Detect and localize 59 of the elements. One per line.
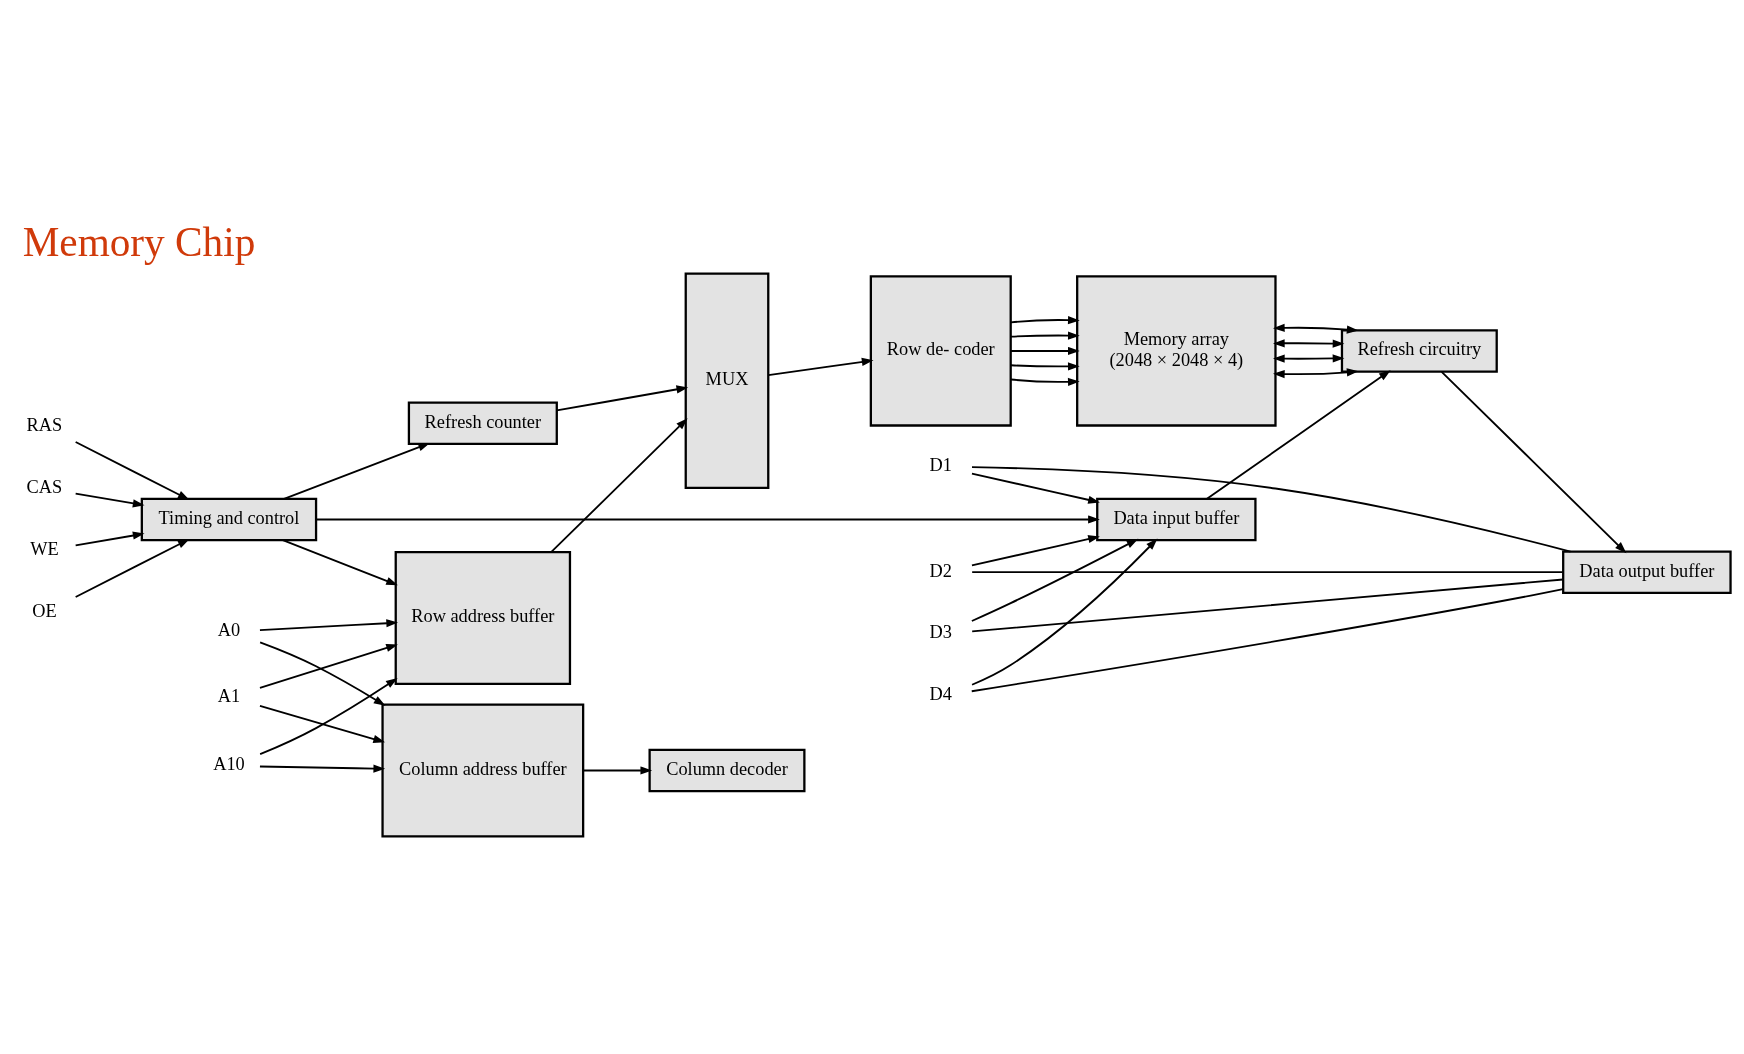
arrow xyxy=(259,704,386,743)
node-box: Column decoder xyxy=(648,748,806,792)
diagram-title: Memory Chip xyxy=(22,218,256,265)
node-text: RAS xyxy=(26,414,63,435)
node-box: Memory array (2048 × 2048 × 4) xyxy=(1076,274,1277,427)
node-text: A1 xyxy=(217,685,241,705)
arrow xyxy=(283,442,430,500)
node-text: CAS xyxy=(26,476,63,497)
node-box: Row address buffer xyxy=(394,550,572,685)
arrow xyxy=(550,417,688,553)
connector xyxy=(971,570,1564,573)
node-text: A10 xyxy=(213,753,245,774)
node-box: Refresh circuitry xyxy=(1340,328,1498,373)
node-text: WE xyxy=(30,538,59,559)
node-box: Row de- coder xyxy=(869,274,1012,427)
arrow xyxy=(971,534,1100,566)
node-text: D3 xyxy=(929,621,952,642)
arrow xyxy=(315,514,1100,524)
node-text: A0 xyxy=(217,619,241,640)
arrow xyxy=(970,538,1139,622)
node-box: Data input buffer xyxy=(1096,497,1257,541)
arrow xyxy=(259,763,386,773)
arrow xyxy=(74,538,190,598)
arrow xyxy=(74,531,145,546)
node-text: D4 xyxy=(929,683,952,704)
arrow xyxy=(1440,370,1627,553)
connector xyxy=(971,578,1564,632)
arrow xyxy=(281,538,398,585)
arrow xyxy=(555,384,689,411)
node-text: OE xyxy=(32,600,57,621)
arrow xyxy=(1272,323,1359,334)
node-box: Column address buffer xyxy=(381,702,585,838)
arrow xyxy=(1010,315,1080,324)
arrow xyxy=(1010,377,1080,386)
node-box: Refresh counter xyxy=(407,400,558,445)
arrow xyxy=(971,538,1158,686)
arrow xyxy=(259,677,398,755)
arrow xyxy=(767,357,874,376)
arrow xyxy=(1010,361,1080,370)
arrow xyxy=(1272,353,1345,363)
node-box: Timing and control xyxy=(140,497,318,541)
connector xyxy=(971,465,1572,552)
arrow xyxy=(582,765,653,775)
arrow xyxy=(1272,338,1345,348)
node-text: D2 xyxy=(929,560,952,581)
arrow xyxy=(259,643,398,689)
node-box: Data output buffer xyxy=(1562,549,1732,594)
connector xyxy=(970,587,1564,692)
arrow xyxy=(74,440,190,500)
arrow xyxy=(1206,369,1391,500)
arrow xyxy=(259,640,386,706)
arrow xyxy=(259,618,399,631)
arrow xyxy=(1272,367,1359,378)
arrow xyxy=(971,472,1100,504)
node-text: D1 xyxy=(929,454,952,475)
arrow xyxy=(1010,330,1080,340)
arrow xyxy=(74,492,145,507)
arrow xyxy=(1010,346,1080,355)
node-box: MUX xyxy=(684,271,770,489)
